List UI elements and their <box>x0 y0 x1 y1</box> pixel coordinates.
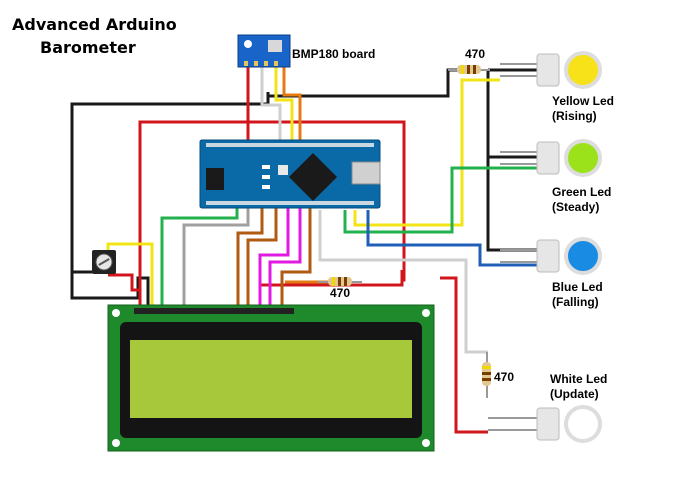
resistor-white-value: 470 <box>494 370 515 384</box>
wires <box>70 65 545 434</box>
sensor-chip <box>268 40 282 52</box>
wire-pot-wiper <box>106 242 154 315</box>
wire-ground-left <box>70 92 270 315</box>
mount-hole <box>244 40 252 48</box>
diagram-title-line1: Advanced Arduino <box>12 15 177 34</box>
led-blue-name: Blue Led <box>552 280 603 294</box>
wire-sensor-yellow <box>274 65 294 140</box>
led-blue-status: (Falling) <box>552 295 599 309</box>
led-white-name: White Led <box>550 372 608 386</box>
wire-lcd-green <box>160 207 239 315</box>
wire-lcd-brown3 <box>280 207 312 315</box>
wire-blue-led <box>366 210 545 267</box>
wire-power-white <box>440 276 488 434</box>
lcd-module <box>107 304 435 452</box>
led-green <box>500 139 602 177</box>
wire-sensor-orange <box>282 65 302 140</box>
reset-button <box>278 165 288 175</box>
wire-green-led <box>343 166 545 234</box>
wire-lcd-brown1 <box>236 207 264 315</box>
bmp180-label: BMP180 board <box>292 47 376 61</box>
led-blue <box>500 237 602 275</box>
resistor-lcd-value: 470 <box>330 286 351 300</box>
potentiometer[interactable] <box>92 250 116 274</box>
wire-sensor-white <box>260 65 282 140</box>
usb-port <box>351 161 381 185</box>
resistor-white <box>482 352 491 398</box>
lcd-screen <box>130 340 412 418</box>
icsp-header <box>206 168 224 190</box>
atmega-chip <box>288 152 338 202</box>
led-white <box>488 405 602 443</box>
resistor-yellow-value: 470 <box>465 47 486 61</box>
wire-yellow-led <box>353 78 500 227</box>
header-pins-bottom <box>206 201 374 205</box>
bmp180-board <box>237 34 291 68</box>
resistor-lcd <box>318 277 362 286</box>
diagram-title-line2: Barometer <box>40 38 136 57</box>
led-green-status: (Steady) <box>552 200 600 214</box>
wire-lcd-gray <box>182 207 250 315</box>
wire-lcd-brown2 <box>246 207 278 315</box>
led-yellow-name: Yellow Led <box>552 94 615 108</box>
lcd-header-pins <box>134 308 294 314</box>
wire-white-led <box>318 210 488 354</box>
resistor-yellow <box>448 65 490 74</box>
led-white-status: (Update) <box>550 387 599 401</box>
wire-ground-led-bus <box>486 70 545 252</box>
wire-ground-top <box>266 68 462 98</box>
wire-power-pot <box>108 273 140 292</box>
header-pins-top <box>206 143 374 147</box>
wire-lcd-magenta2 <box>268 207 302 315</box>
wire-power-lcd <box>260 270 404 287</box>
led-green-name: Green Led <box>552 185 612 199</box>
led-yellow <box>500 51 602 89</box>
wire-lcd-magenta1 <box>258 207 290 315</box>
led-yellow-status: (Rising) <box>552 109 597 123</box>
arduino-nano <box>199 139 381 209</box>
